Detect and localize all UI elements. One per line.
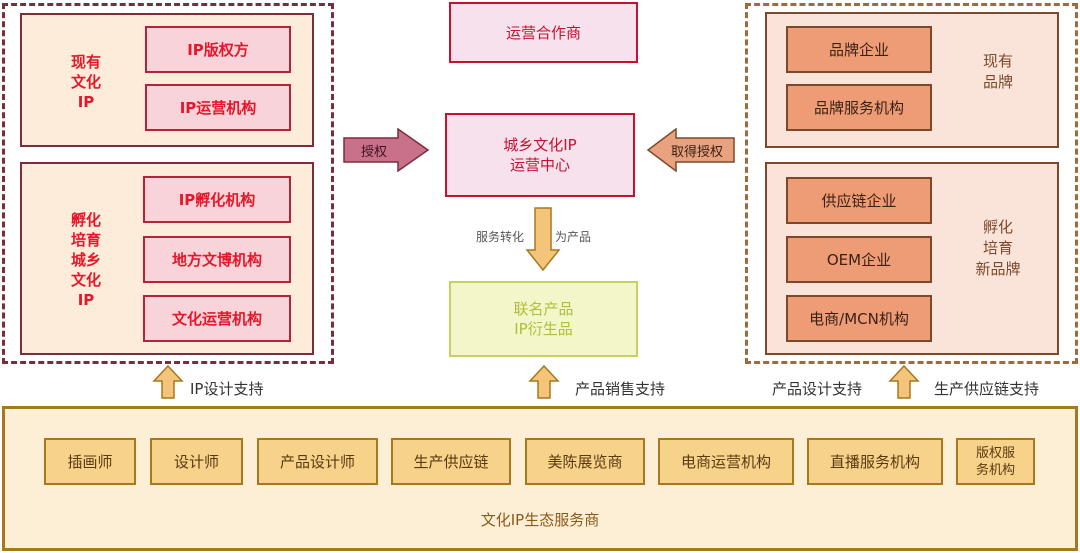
obtain-authorize-arrow	[646, 128, 735, 172]
operation-partner-box[interactable]: 运营合作商	[449, 2, 638, 63]
product-line-1: 联名产品	[513, 300, 574, 318]
title-line: 品牌	[982, 73, 1013, 91]
existing-culture-ip-title: 现有 文化 IP	[46, 50, 126, 114]
designer-box[interactable]: 设计师	[150, 438, 243, 485]
ip-copyright-owner-box[interactable]: IP版权方	[145, 26, 291, 73]
product-sales-support-arrow	[528, 364, 560, 399]
local-museum-agency-box[interactable]: 地方文博机构	[143, 236, 291, 283]
product-designer-box[interactable]: 产品设计师	[257, 438, 378, 485]
ip-operation-center-box[interactable]: 城乡文化IP 运营中心	[445, 113, 635, 197]
title-line: 文化	[70, 271, 101, 289]
title-line: IP	[77, 93, 95, 111]
ecommerce-operation-box[interactable]: 电商运营机构	[658, 438, 794, 485]
hub-line-1: 城乡文化IP	[503, 136, 577, 154]
title-line: 新品牌	[975, 259, 1021, 278]
title-line: IP	[77, 291, 95, 309]
livestream-service-box[interactable]: 直播服务机构	[807, 438, 943, 485]
existing-brand-title: 现有 品牌	[958, 50, 1038, 94]
authorize-label: 授权	[360, 144, 387, 160]
title-line: 现有	[982, 52, 1013, 70]
service-conversion-label-left: 服务转化	[476, 230, 525, 244]
service-conversion-arrow	[525, 207, 561, 272]
supply-chain-enterprise-box[interactable]: 供应链企业	[786, 177, 932, 224]
product-sales-support-label: 产品销售支持	[575, 380, 666, 398]
ip-design-support-label: IP设计支持	[190, 380, 264, 398]
supply-chain-support-arrow	[888, 364, 920, 399]
copyright-service-line-1: 版权服	[975, 445, 1015, 461]
left-group-dashed-frame	[2, 3, 334, 364]
illustrator-box[interactable]: 插画师	[44, 438, 136, 485]
oem-enterprise-box[interactable]: OEM企业	[786, 236, 932, 283]
ecosystem-service-title: 文化IP生态服务商	[480, 510, 600, 529]
supply-chain-support-label: 生产供应链支持	[934, 380, 1040, 398]
hub-line-2: 运营中心	[509, 156, 570, 174]
ecommerce-mcn-agency-box[interactable]: 电商/MCN机构	[786, 295, 932, 342]
incubate-brand-title: 孵化 培育 新品牌	[958, 215, 1038, 281]
right-group-dashed-frame	[745, 3, 1078, 364]
authorize-arrow	[343, 128, 430, 172]
title-line: 文化	[70, 73, 101, 91]
product-design-support-label: 产品设计支持	[772, 380, 863, 398]
copyright-service-box[interactable]: 版权服 务机构	[956, 438, 1035, 485]
copyright-service-line-2: 务机构	[975, 462, 1015, 478]
service-conversion-arrow-shape	[525, 207, 561, 272]
title-line: 培育	[982, 238, 1013, 257]
up-arrow-shape	[152, 364, 184, 399]
up-arrow-shape	[528, 364, 560, 399]
authorize-arrow-shape	[343, 128, 430, 172]
supply-chain-box[interactable]: 生产供应链	[391, 438, 511, 485]
co-branded-products-box[interactable]: 联名产品 IP衍生品	[449, 281, 638, 357]
ip-design-support-arrow	[152, 364, 184, 399]
ip-operation-agency-box[interactable]: IP运营机构	[145, 84, 291, 131]
title-line: 孵化	[70, 211, 101, 229]
title-line: 城乡	[70, 251, 101, 269]
ip-incubation-agency-box[interactable]: IP孵化机构	[143, 176, 291, 223]
incubate-culture-ip-title: 孵化 培育 城乡 文化 IP	[46, 205, 126, 315]
obtain-authorize-arrow-shape	[646, 128, 735, 172]
product-line-2: IP衍生品	[514, 320, 573, 338]
brand-service-agency-box[interactable]: 品牌服务机构	[786, 84, 932, 131]
title-line: 孵化	[982, 217, 1013, 236]
exhibition-vendor-box[interactable]: 美陈展览商	[525, 438, 645, 485]
title-line: 培育	[70, 231, 101, 249]
obtain-authorize-label: 取得授权	[670, 144, 723, 160]
title-line: 现有	[70, 53, 101, 71]
culture-operation-agency-box[interactable]: 文化运营机构	[143, 295, 291, 342]
brand-enterprise-box[interactable]: 品牌企业	[786, 26, 932, 73]
service-conversion-label-right: 为产品	[555, 230, 592, 244]
up-arrow-shape	[888, 364, 920, 399]
